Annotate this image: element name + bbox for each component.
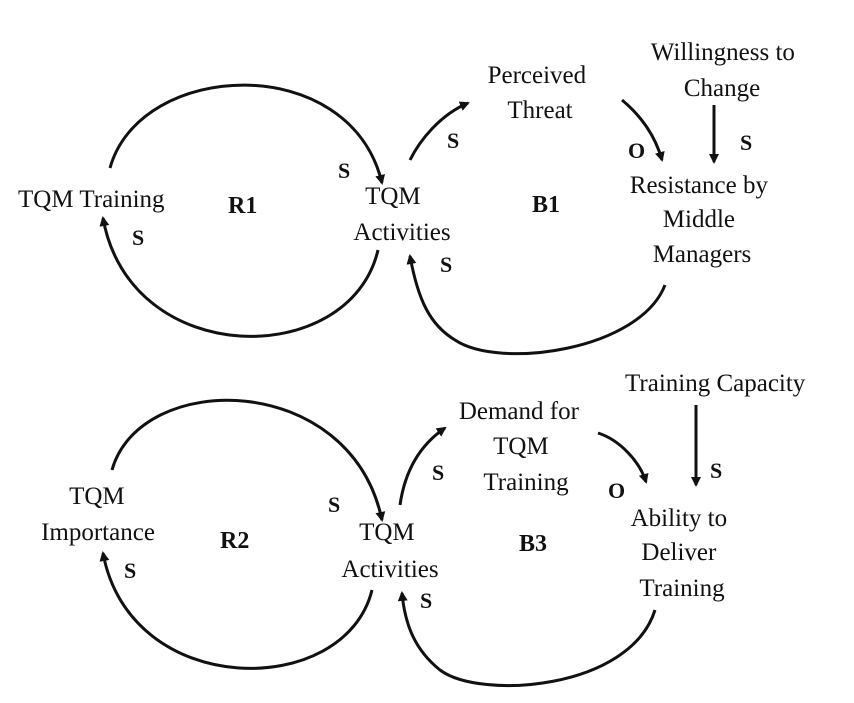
- loop-label-r2: R2: [220, 528, 249, 554]
- polarity-b1-return: S: [440, 252, 452, 277]
- var-ability-line2: Deliver: [641, 539, 717, 566]
- link-demand-to-ability: [597, 431, 649, 484]
- var-tqm-importance-line1: TQM: [69, 483, 125, 510]
- var-demand-for-training: Demand for TQM Training: [459, 398, 585, 496]
- polarity-r2-top: S: [328, 492, 340, 517]
- var-willingness-line1: Willingness to: [651, 39, 795, 66]
- var-resistance-line3: Managers: [653, 241, 752, 268]
- var-tqm-activities-bottom-line1: TQM: [359, 519, 415, 546]
- var-demand-line2: TQM: [493, 433, 549, 460]
- var-tqm-importance: TQM Importance: [41, 483, 155, 546]
- var-perceived-threat-line2: Threat: [507, 97, 572, 124]
- polarity-b1-resistance: O: [628, 138, 645, 163]
- var-willingness-to-change: Willingness to Change: [651, 39, 801, 102]
- link-importance-to-activities: [110, 398, 386, 522]
- loop-label-r1: R1: [228, 193, 257, 219]
- link-threat-to-resistance: [621, 98, 665, 162]
- var-tqm-activities-bottom-line2: Activities: [341, 556, 438, 583]
- link-training-to-activities: [108, 83, 385, 185]
- var-resistance-middle-managers: Resistance by Middle Managers: [630, 172, 774, 268]
- polarity-b3-demand: S: [432, 460, 444, 485]
- polarity-r1-bottom: S: [132, 225, 144, 250]
- polarity-b1-threat: S: [447, 128, 459, 153]
- polarity-b3-return: S: [420, 588, 432, 613]
- var-resistance-line2: Middle: [663, 206, 735, 233]
- var-perceived-threat-line1: Perceived: [488, 62, 587, 89]
- polarity-b3-capacity: S: [710, 458, 722, 483]
- var-demand-line1: Demand for: [459, 398, 580, 425]
- var-tqm-activities-top: TQM Activities: [353, 183, 450, 246]
- link-activities-to-threat: [408, 101, 470, 161]
- var-resistance-line1: Resistance by: [630, 172, 769, 199]
- link-activities-to-training: [99, 216, 380, 338]
- link-activities-to-importance: [99, 551, 374, 670]
- var-tqm-activities-top-line1: TQM: [365, 183, 421, 210]
- var-training-capacity: Training Capacity: [625, 370, 806, 397]
- var-ability-to-deliver: Ability to Deliver Training: [631, 505, 734, 602]
- var-ability-line3: Training: [639, 575, 725, 602]
- link-ability-to-activities: [397, 591, 657, 687]
- polarity-r1-top: S: [338, 158, 350, 183]
- loop-label-b3: B3: [519, 531, 547, 557]
- link-resistance-to-activities: [406, 254, 667, 356]
- var-tqm-activities-top-line2: Activities: [353, 219, 450, 246]
- var-demand-line3: Training: [483, 469, 569, 496]
- var-tqm-importance-line2: Importance: [41, 519, 155, 546]
- link-activities-to-demand: [398, 426, 447, 506]
- var-perceived-threat: Perceived Threat: [488, 62, 593, 124]
- polarity-r2-bottom: S: [124, 558, 136, 583]
- polarity-b3-ability: O: [608, 478, 625, 503]
- var-tqm-activities-bottom: TQM Activities: [341, 519, 438, 583]
- var-willingness-line2: Change: [684, 75, 760, 102]
- polarity-b1-willingness: S: [740, 130, 752, 155]
- var-ability-line1: Ability to: [631, 505, 728, 532]
- var-tqm-training: TQM Training: [18, 186, 165, 213]
- loop-label-b1: B1: [532, 192, 560, 218]
